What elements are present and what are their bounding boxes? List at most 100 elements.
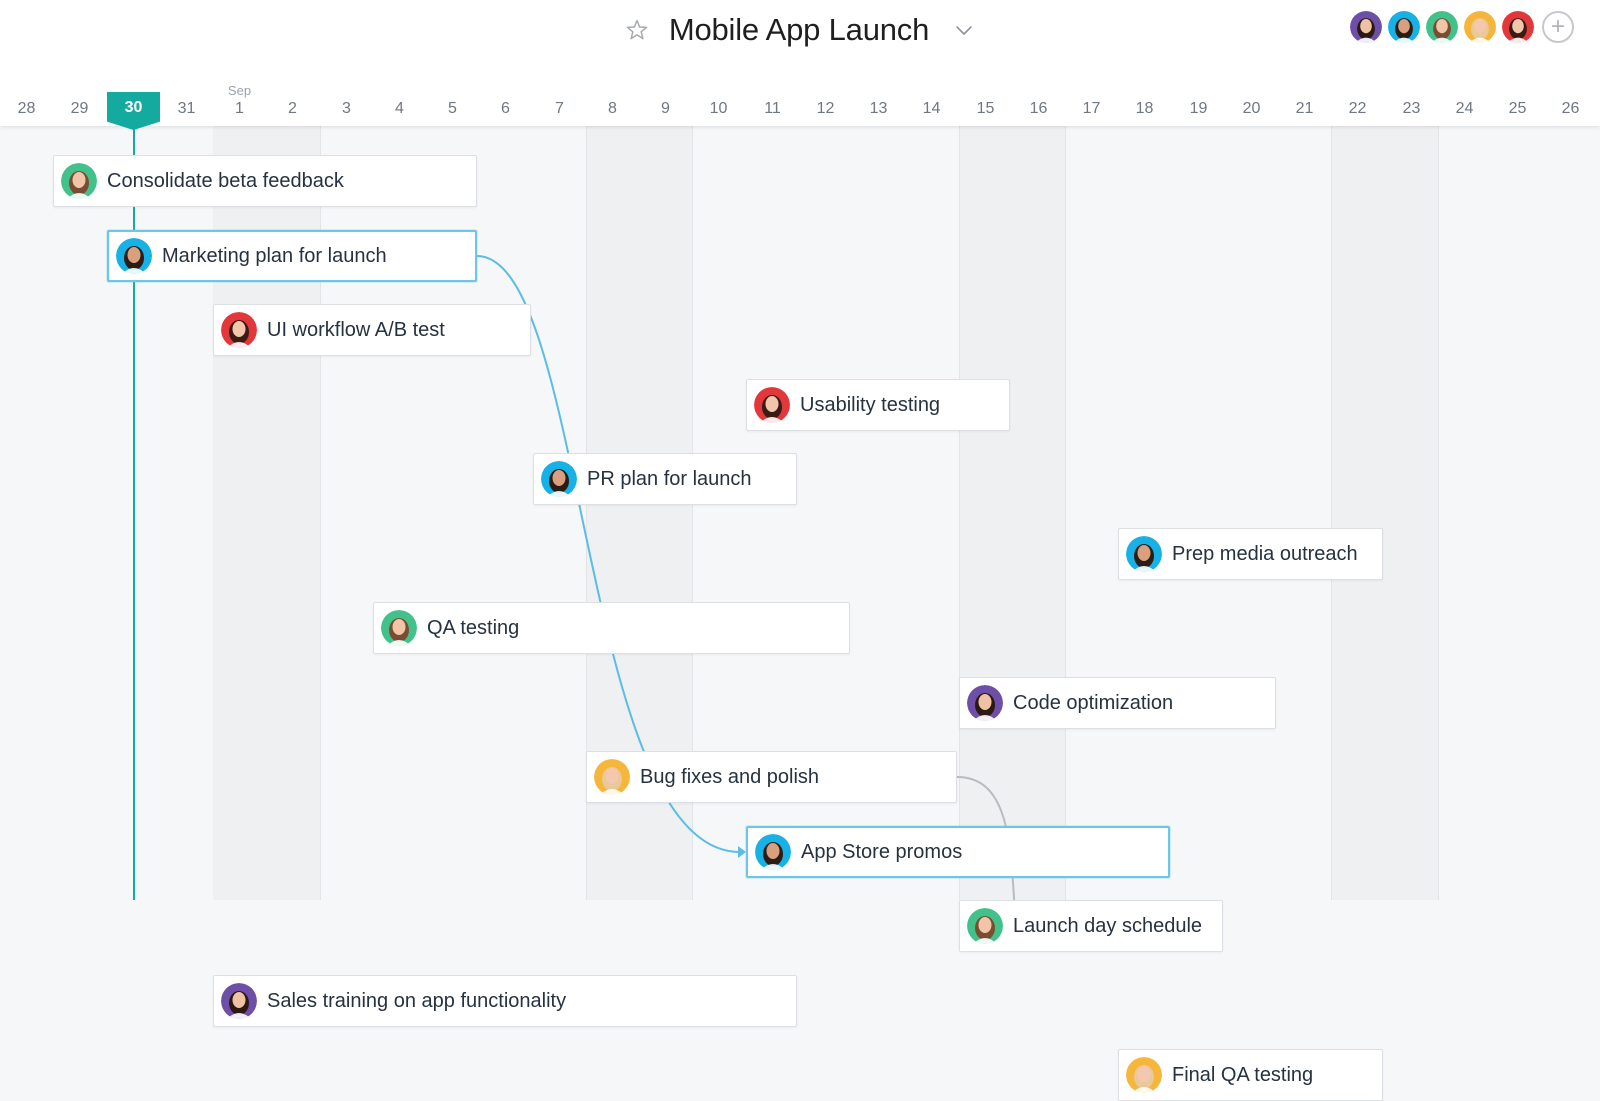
task-bar[interactable]: Code optimization xyxy=(959,677,1276,729)
task-bar[interactable]: Launch day schedule xyxy=(959,900,1223,952)
date-column[interactable]: 3 xyxy=(320,74,373,126)
member-avatar[interactable] xyxy=(1500,9,1536,45)
day-label: 25 xyxy=(1508,100,1527,117)
weekend-band xyxy=(1331,126,1438,900)
timeline-date-header: 28293031Sep12345678910111213141516171819… xyxy=(0,74,1600,126)
today-marker: 30 xyxy=(107,92,160,130)
today-line xyxy=(133,126,135,900)
task-bar[interactable]: QA testing xyxy=(373,602,850,654)
date-column[interactable]: 19 xyxy=(1172,74,1225,126)
day-label: 5 xyxy=(448,100,457,117)
task-bar[interactable]: PR plan for launch xyxy=(533,453,797,505)
date-column[interactable]: 24 xyxy=(1438,74,1491,126)
date-column[interactable]: 25 xyxy=(1491,74,1544,126)
date-column[interactable]: 29 xyxy=(53,74,106,126)
project-title: Mobile App Launch xyxy=(668,12,930,47)
day-label: 28 xyxy=(17,100,36,117)
task-name: Usability testing xyxy=(800,393,941,416)
grid-line xyxy=(1331,126,1332,900)
date-column[interactable]: 18 xyxy=(1118,74,1171,126)
task-name: Marketing plan for launch xyxy=(162,244,387,267)
member-avatar[interactable] xyxy=(1348,9,1384,45)
assignee-avatar[interactable] xyxy=(221,983,257,1019)
date-column[interactable]: 13 xyxy=(852,74,905,126)
day-label: 9 xyxy=(661,100,670,117)
star-icon[interactable] xyxy=(625,18,649,42)
date-column[interactable]: 6 xyxy=(479,74,532,126)
assignee-avatar[interactable] xyxy=(1126,1057,1162,1093)
date-column[interactable]: 12 xyxy=(799,74,852,126)
date-column[interactable]: 2 xyxy=(266,74,319,126)
task-bar[interactable]: App Store promos xyxy=(746,826,1170,878)
grid-line xyxy=(1438,126,1439,900)
task-name: Launch day schedule xyxy=(1013,914,1203,937)
assignee-avatar[interactable] xyxy=(967,685,1003,721)
date-column[interactable]: 10 xyxy=(692,74,745,126)
day-label: 7 xyxy=(555,100,564,117)
date-column[interactable]: 8 xyxy=(586,74,639,126)
day-label: 10 xyxy=(709,100,728,117)
task-bar[interactable]: Final QA testing xyxy=(1118,1049,1383,1101)
day-label: 24 xyxy=(1455,100,1474,117)
day-label: 26 xyxy=(1561,100,1580,117)
member-avatar[interactable] xyxy=(1424,9,1460,45)
task-name: QA testing xyxy=(427,616,520,639)
add-member-icon[interactable]: + xyxy=(1542,11,1574,43)
grid-line xyxy=(320,126,321,900)
task-bar[interactable]: Prep media outreach xyxy=(1118,528,1383,580)
task-bar[interactable]: Sales training on app functionality xyxy=(213,975,797,1027)
assignee-avatar[interactable] xyxy=(221,312,257,348)
day-label: 1 xyxy=(235,100,244,117)
day-label: 29 xyxy=(70,100,89,117)
assignee-avatar[interactable] xyxy=(61,163,97,199)
date-column[interactable]: 28 xyxy=(0,74,53,126)
task-name: PR plan for launch xyxy=(587,467,752,490)
assignee-avatar[interactable] xyxy=(116,238,152,274)
day-label: 8 xyxy=(608,100,617,117)
date-column[interactable]: 21 xyxy=(1278,74,1331,126)
date-column[interactable]: 16 xyxy=(1012,74,1065,126)
project-header: Mobile App Launch + xyxy=(0,0,1600,74)
date-column[interactable]: 20 xyxy=(1225,74,1278,126)
member-avatar[interactable] xyxy=(1462,9,1498,45)
task-bar[interactable]: UI workflow A/B test xyxy=(213,304,531,356)
day-label: 18 xyxy=(1135,100,1154,117)
day-label: 6 xyxy=(501,100,510,117)
day-label: 2 xyxy=(288,100,297,117)
date-column[interactable]: 31 xyxy=(160,74,213,126)
assignee-avatar[interactable] xyxy=(541,461,577,497)
date-column[interactable]: 11 xyxy=(746,74,799,126)
member-avatar[interactable] xyxy=(1386,9,1422,45)
date-column[interactable]: 14 xyxy=(905,74,958,126)
assignee-avatar[interactable] xyxy=(755,834,791,870)
day-label: 15 xyxy=(976,100,995,117)
date-column[interactable]: 9 xyxy=(639,74,692,126)
date-column[interactable]: 5 xyxy=(426,74,479,126)
date-column[interactable]: 15 xyxy=(959,74,1012,126)
date-column[interactable]: 23 xyxy=(1385,74,1438,126)
date-column[interactable]: 17 xyxy=(1065,74,1118,126)
day-label: 20 xyxy=(1242,100,1261,117)
project-members: + xyxy=(1346,8,1574,46)
day-label: 22 xyxy=(1348,100,1367,117)
task-bar[interactable]: Consolidate beta feedback xyxy=(53,155,477,207)
task-bar[interactable]: Bug fixes and polish xyxy=(586,751,957,803)
task-bar[interactable]: Marketing plan for launch xyxy=(107,230,477,282)
assignee-avatar[interactable] xyxy=(381,610,417,646)
grid-line xyxy=(959,126,960,900)
assignee-avatar[interactable] xyxy=(967,908,1003,944)
date-column[interactable]: 7 xyxy=(533,74,586,126)
assignee-avatar[interactable] xyxy=(594,759,630,795)
day-label: 23 xyxy=(1402,100,1421,117)
day-label: 19 xyxy=(1189,100,1208,117)
date-column[interactable]: 22 xyxy=(1331,74,1384,126)
date-column[interactable]: 26 xyxy=(1544,74,1597,126)
date-column[interactable]: 4 xyxy=(373,74,426,126)
day-label: 11 xyxy=(764,100,781,117)
task-bar[interactable]: Usability testing xyxy=(746,379,1010,431)
assignee-avatar[interactable] xyxy=(1126,536,1162,572)
day-label: 16 xyxy=(1029,100,1048,117)
chevron-down-icon[interactable] xyxy=(953,19,975,41)
assignee-avatar[interactable] xyxy=(754,387,790,423)
